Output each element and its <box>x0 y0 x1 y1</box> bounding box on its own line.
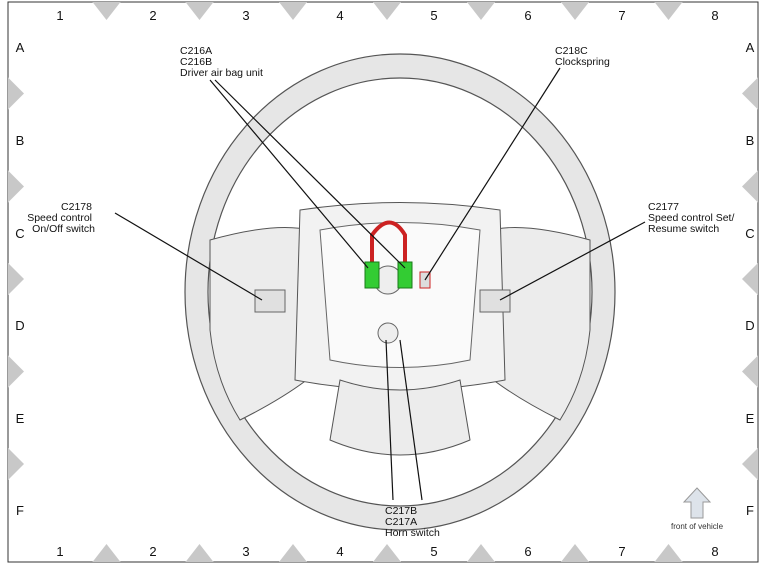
column-label: 4 <box>336 8 343 23</box>
column-label: 3 <box>242 544 249 559</box>
column-label: 7 <box>618 544 625 559</box>
column-label: 6 <box>524 544 531 559</box>
svg-text:Horn switch: Horn switch <box>385 527 440 539</box>
column-label: 1 <box>56 8 63 23</box>
svg-text:C2177: C2177 <box>648 201 679 213</box>
row-label: D <box>745 318 754 333</box>
column-label: 5 <box>430 544 437 559</box>
top-marker <box>279 2 307 20</box>
callout-c2177: C2177 Speed control Set/ Resume switch <box>648 201 734 235</box>
column-label: 6 <box>524 8 531 23</box>
svg-text:Speed control: Speed control <box>27 212 92 224</box>
svg-text:C218C: C218C <box>555 45 588 57</box>
left-marker <box>8 170 24 203</box>
svg-text:front of vehicle: front of vehicle <box>671 522 724 531</box>
bottom-marker <box>654 544 683 562</box>
steering-wheel <box>184 53 616 531</box>
left-marker <box>8 448 24 480</box>
front-of-vehicle-indicator: front of vehicle <box>671 487 724 531</box>
top-marker <box>185 2 214 20</box>
bottom-marker <box>373 544 401 562</box>
column-label: 1 <box>56 544 63 559</box>
row-label: E <box>16 411 25 426</box>
svg-text:C2178: C2178 <box>61 201 92 213</box>
column-label: 2 <box>149 544 156 559</box>
row-label: A <box>746 40 755 55</box>
callout-c2178: C2178 Speed control On/Off switch <box>27 201 95 235</box>
column-label: 4 <box>336 544 343 559</box>
svg-text:On/Off switch: On/Off switch <box>32 223 95 235</box>
column-label: 3 <box>242 8 249 23</box>
callout-c217: C217B C217A Horn switch <box>385 505 440 539</box>
right-marker <box>742 170 758 203</box>
top-marker <box>654 2 683 20</box>
column-label: 5 <box>430 8 437 23</box>
top-marker <box>561 2 589 20</box>
top-marker <box>373 2 401 20</box>
svg-text:Speed control Set/: Speed control Set/ <box>648 212 734 224</box>
svg-text:Resume switch: Resume switch <box>648 223 719 235</box>
right-marker <box>742 448 758 480</box>
column-label: 7 <box>618 8 625 23</box>
leader-lines <box>114 67 646 501</box>
row-label: E <box>746 411 755 426</box>
bottom-marker <box>561 544 589 562</box>
svg-text:C216A: C216A <box>180 45 212 57</box>
top-marker <box>92 2 121 20</box>
row-label: D <box>15 318 24 333</box>
grid-markers <box>8 2 758 562</box>
top-marker <box>467 2 495 20</box>
row-label: F <box>746 503 754 518</box>
row-label: F <box>16 503 24 518</box>
connector-c216b <box>397 261 413 289</box>
svg-text:C216B: C216B <box>180 56 212 68</box>
left-marker <box>8 355 24 388</box>
right-marker <box>742 263 758 295</box>
svg-text:Clockspring: Clockspring <box>555 56 610 68</box>
right-marker <box>742 77 758 110</box>
right-marker <box>742 355 758 388</box>
row-label: C <box>745 226 754 241</box>
column-label: 2 <box>149 8 156 23</box>
bottom-marker <box>185 544 214 562</box>
connector-c216a <box>364 261 380 289</box>
callout-c218c: C218C Clockspring <box>555 45 610 68</box>
column-label: 8 <box>711 544 718 559</box>
bottom-marker <box>92 544 121 562</box>
up-arrow-icon <box>682 487 712 519</box>
left-marker <box>8 263 24 295</box>
callout-c216: C216A C216B Driver air bag unit <box>180 45 263 79</box>
row-label: B <box>746 133 755 148</box>
bottom-marker <box>279 544 307 562</box>
column-label: 8 <box>711 8 718 23</box>
svg-text:Driver air bag unit: Driver air bag unit <box>180 67 263 79</box>
bottom-marker <box>467 544 495 562</box>
row-label: A <box>16 40 25 55</box>
row-label: B <box>16 133 25 148</box>
svg-text:C217A: C217A <box>385 516 417 528</box>
svg-text:C217B: C217B <box>385 505 417 517</box>
left-marker <box>8 77 24 110</box>
row-label: C <box>15 226 24 241</box>
